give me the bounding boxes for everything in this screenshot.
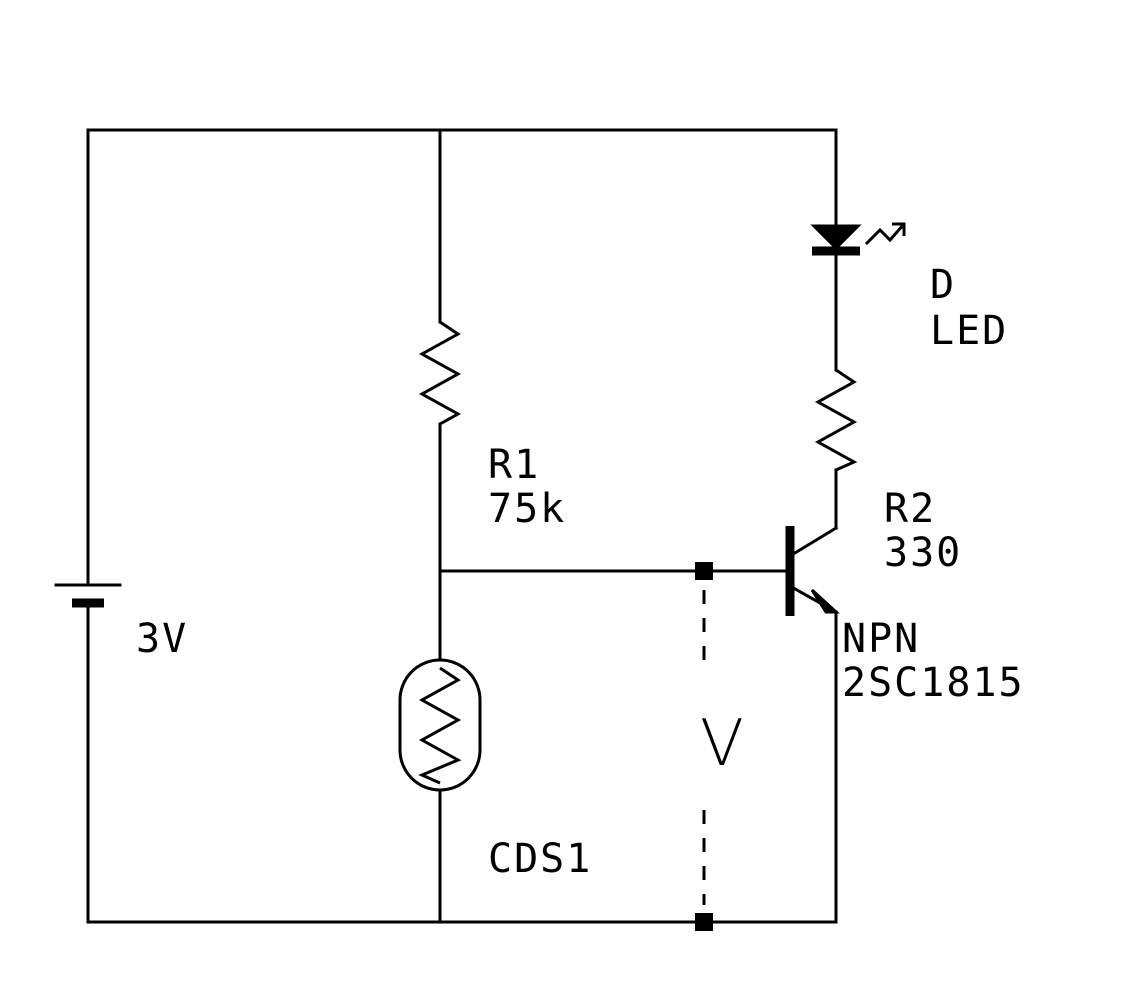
led-name: D [930,262,956,308]
transistor-emitter-arrow [810,588,840,614]
cds-photoresistor [398,658,482,792]
r2-value: 330 [884,530,962,576]
cds-zigzag [418,666,462,785]
r2-resistor [814,368,858,472]
cds-body [398,658,482,792]
led-value: LED [930,308,1008,354]
transistor-collector [787,525,839,559]
r1-name: R1 [488,442,540,488]
led-emission-arrowhead [892,222,906,236]
r2-name: R2 [884,486,936,532]
battery-symbol [54,583,122,608]
wires [86,128,838,924]
cds-label: CDS1 [488,836,592,882]
voltage-probe [695,562,713,931]
battery-label: 3V [136,616,188,662]
transistor-part: 2SC1815 [842,660,1025,706]
probe-label: V [700,707,744,781]
led-triangle [810,224,862,251]
led-emission-arrow [864,223,906,246]
r1-value: 75k [488,486,566,532]
r1-resistor [418,320,462,426]
led-symbol [810,222,906,256]
npn-transistor [785,525,840,616]
probe-top-terminal [695,562,713,580]
probe-bottom-terminal [695,913,713,931]
transistor-type: NPN [842,616,920,662]
